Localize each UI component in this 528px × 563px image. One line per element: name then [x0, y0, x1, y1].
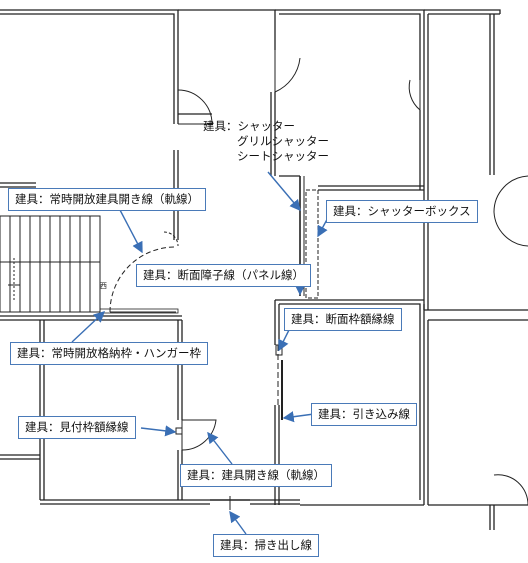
leader-face-frame — [140, 425, 177, 437]
leader-sweep-line — [229, 510, 247, 535]
callout-shutter-box-label: 建具：シャッターボックス — [333, 204, 471, 218]
callout-pocket-line: 建具：引き込み線 — [311, 403, 417, 426]
leader-swing-line — [207, 431, 233, 465]
callout-shutter-line2: グリルシャッター — [237, 134, 329, 148]
callout-hanger-frame: 建具：常時開放格納枠・ハンガー枠 — [10, 342, 208, 365]
plan-walls — [0, 9, 528, 530]
leader-lines — [71, 171, 331, 535]
callout-open-swing-label: 建具：常時開放建具開き線（軌線） — [15, 192, 199, 206]
leader-pocket-line — [282, 411, 315, 423]
callout-panel-line: 建具：断面障子線（パネル線） — [136, 264, 311, 287]
leader-shutter — [267, 171, 301, 212]
stair — [0, 215, 101, 313]
callout-shutter-line1: 建具：シャッター — [203, 119, 295, 133]
callout-hanger-frame-label: 建具：常時開放格納枠・ハンガー枠 — [17, 346, 201, 360]
callout-swing-line: 建具：建具開き線（軌線） — [180, 464, 332, 487]
leader-open-swing — [119, 209, 143, 254]
callout-shutter: 建具：シャッター グリルシャッター シートシャッター — [199, 116, 333, 167]
leader-hanger-frame — [71, 311, 106, 343]
callout-face-frame: 建具：見付枠額縁線 — [18, 416, 136, 439]
leader-section-frame — [278, 327, 291, 352]
stair-mark-text: 西 — [100, 282, 107, 290]
callout-sweep-line-label: 建具：掃き出し線 — [220, 538, 312, 552]
callout-panel-line-label: 建具：断面障子線（パネル線） — [143, 268, 304, 282]
door-fittings — [99, 50, 528, 510]
callout-swing-line-label: 建具：建具開き線（軌線） — [187, 468, 325, 482]
callout-shutter-box: 建具：シャッターボックス — [326, 200, 478, 223]
callout-sweep-line: 建具：掃き出し線 — [213, 534, 319, 557]
callout-open-swing: 建具：常時開放建具開き線（軌線） — [8, 188, 206, 211]
callout-section-frame: 建具：断面枠額縁線 — [284, 308, 402, 331]
callout-shutter-line3: シートシャッター — [237, 149, 329, 163]
callout-face-frame-label: 建具：見付枠額縁線 — [25, 420, 129, 434]
callout-pocket-line-label: 建具：引き込み線 — [318, 407, 410, 421]
callout-section-frame-label: 建具：断面枠額縁線 — [291, 312, 395, 326]
